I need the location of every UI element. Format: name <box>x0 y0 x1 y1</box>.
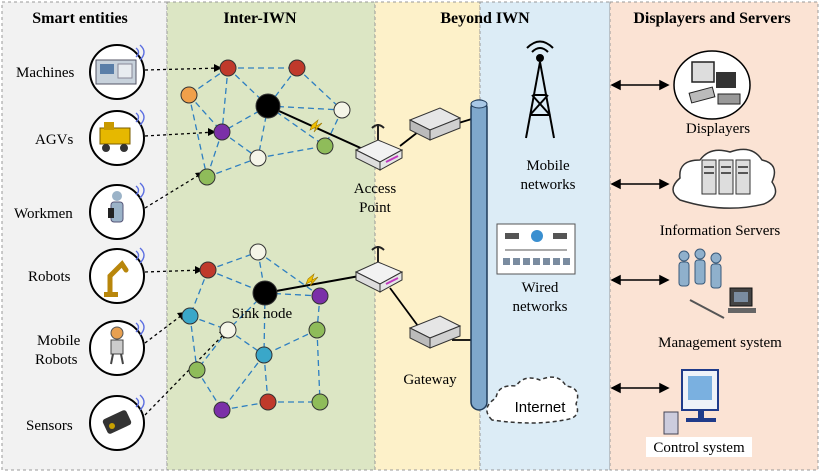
label-management-system: Management system <box>658 335 782 351</box>
node <box>316 137 334 155</box>
switch-upper <box>408 107 462 141</box>
router-icon <box>354 139 404 171</box>
node <box>255 346 273 364</box>
mobile-robot-icon <box>110 326 124 365</box>
label-internet: Internet <box>515 399 567 416</box>
node <box>180 86 198 104</box>
access-point-lower <box>354 246 404 293</box>
wifi-icon <box>135 109 145 126</box>
entity-workmen: Workmen <box>14 182 145 240</box>
control-system-label-bg <box>646 437 752 457</box>
workman-icon <box>108 191 124 223</box>
wifi-icon <box>135 44 145 61</box>
sensor-icon <box>102 410 132 434</box>
mesh-nodes-lower <box>181 243 329 419</box>
node <box>249 243 267 261</box>
entity-links <box>144 67 229 416</box>
inter-iwn-panel <box>166 1 376 471</box>
label-wired-networks-line2: networks <box>513 299 568 315</box>
label-workmen: Workmen <box>14 206 73 222</box>
node <box>308 321 326 339</box>
node <box>311 287 329 305</box>
node <box>213 123 231 141</box>
node <box>219 59 237 77</box>
agv-icon <box>99 122 131 152</box>
server-icon <box>672 148 777 209</box>
wifi-icon <box>135 247 145 264</box>
cell-tower-icon <box>525 40 555 139</box>
server-arrows <box>610 79 670 394</box>
node <box>259 393 277 411</box>
antenna-icon <box>371 124 385 140</box>
label-mobile-networks-line1: Mobile <box>526 158 570 174</box>
node <box>199 261 217 279</box>
label-agvs: AGVs <box>35 132 73 148</box>
node <box>213 401 231 419</box>
header-smart-entities: Smart entities <box>32 10 128 27</box>
label-control-system: Control system <box>653 440 745 456</box>
wifi-icon <box>135 394 145 411</box>
switch-gateway <box>408 315 462 349</box>
entity-mobile-robots: Mobile Robots <box>35 319 145 376</box>
access-point-upper <box>354 124 404 171</box>
machine-icon <box>95 59 137 85</box>
label-mobile-networks-line2: networks <box>521 177 576 193</box>
label-access-point-line2: Point <box>359 200 392 216</box>
wifi-icon <box>135 182 145 199</box>
node <box>333 101 351 119</box>
label-information-servers: Information Servers <box>660 223 781 239</box>
display-icon <box>673 50 751 120</box>
entity-agvs: AGVs <box>35 109 145 166</box>
label-mobile-robots-line1: Mobile <box>37 333 81 349</box>
control-terminal-icon <box>663 369 719 435</box>
node <box>311 393 329 411</box>
label-access-point-line1: Access <box>354 181 397 197</box>
label-machines: Machines <box>16 65 74 81</box>
entity-machines: Machines <box>16 44 145 100</box>
antenna-icon <box>371 246 385 262</box>
switch-network-icon <box>496 223 576 275</box>
router-icon <box>354 261 404 293</box>
node <box>188 361 206 379</box>
node <box>198 168 216 186</box>
header-inter-iwn: Inter-IWN <box>223 10 297 27</box>
wireless-bolt-icons <box>305 119 323 287</box>
entity-robots: Robots <box>28 247 145 304</box>
wifi-icon <box>135 319 145 336</box>
sink-node-upper <box>255 93 281 119</box>
label-sensors: Sensors <box>26 418 73 434</box>
label-gateway: Gateway <box>403 372 457 388</box>
backbone-bus <box>470 99 488 411</box>
entity-sensors: Sensors <box>26 394 145 451</box>
beyond-iwn-panel <box>374 1 481 471</box>
label-sink-node: Sink node <box>232 306 293 322</box>
label-displayers: Displayers <box>686 121 750 137</box>
label-wired-networks-line1: Wired <box>522 280 559 296</box>
label-robots: Robots <box>28 269 71 285</box>
node <box>288 59 306 77</box>
cloud-icon <box>486 376 579 424</box>
sink-node-lower <box>252 280 278 306</box>
node <box>249 149 267 167</box>
management-icon <box>678 248 756 319</box>
header-beyond-iwn: Beyond IWN <box>440 10 530 27</box>
node <box>219 321 237 339</box>
header-displayers-servers: Displayers and Servers <box>633 10 790 27</box>
robot-arm-icon <box>104 260 129 297</box>
label-mobile-robots-line2: Robots <box>35 352 78 368</box>
mesh-nodes-upper <box>180 59 351 186</box>
node <box>181 307 199 325</box>
